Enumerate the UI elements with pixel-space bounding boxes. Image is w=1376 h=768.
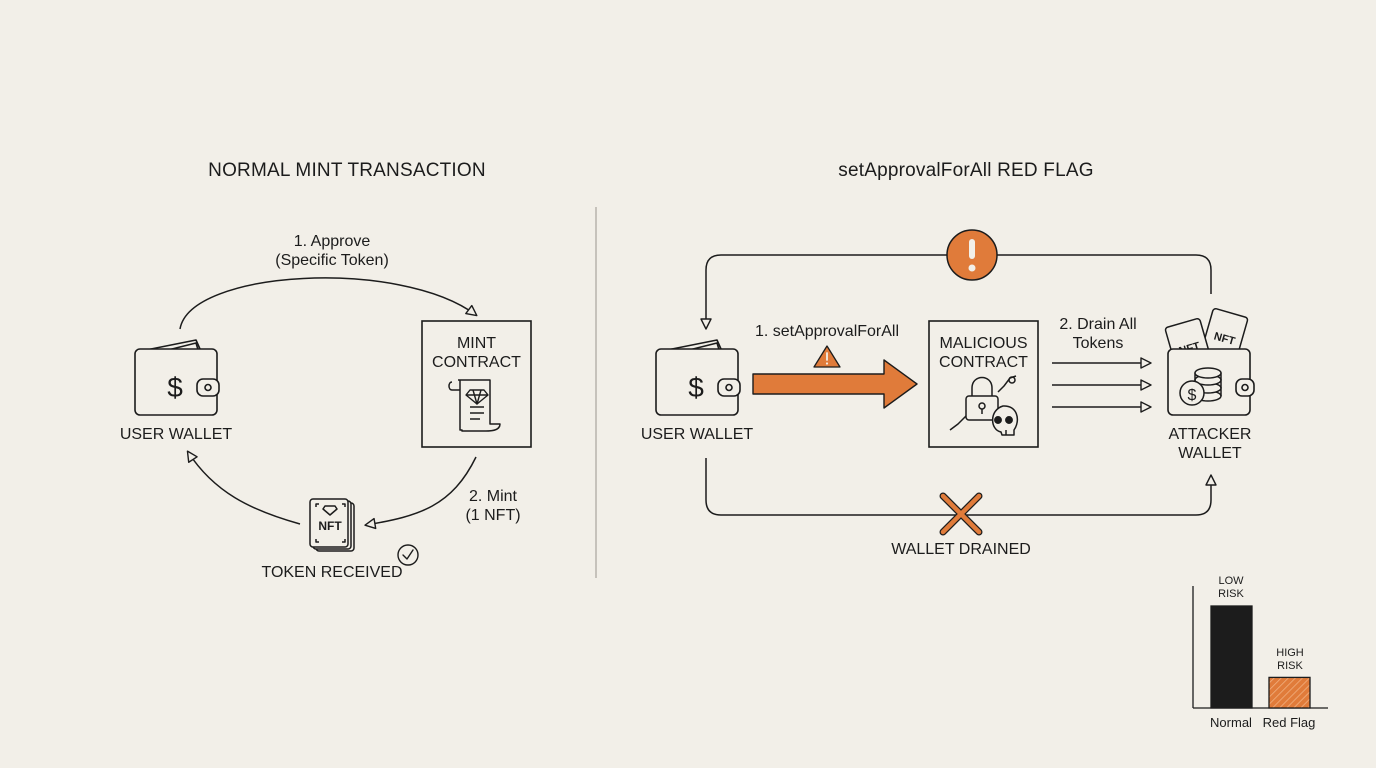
dollar-icon: $ [167,372,183,403]
malicious-line2: CONTRACT [939,354,1028,371]
drain-line1: 2. Drain All [1059,316,1137,333]
step2-line1: 2. Mint [468,488,517,505]
mint-arrow [364,456,477,530]
bar-label-redflag-line1: HIGH [1276,647,1304,659]
user-wallet-icon-right [655,339,741,416]
malicious-contract-label: MALICIOUS CONTRACT [929,334,1038,372]
mint-contract-label: MINT CONTRACT [422,334,531,372]
wallet-drained-label: WALLET DRAINED [891,541,1031,558]
step1-line2: (Specific Token) [275,252,389,269]
step2-label-right: 2. Drain All Tokens [1048,315,1148,353]
checkmark-icon [397,544,419,566]
step1-label-right: 1. setApprovalForAll [754,323,900,340]
drain-loop-bottom [705,458,1217,516]
step1-line1: 1. Approve [293,233,371,250]
user-wallet-label-right: USER WALLET [640,426,754,443]
mint-contract-line1: MINT [456,335,497,352]
svg-text:NFT: NFT [1212,330,1236,348]
left-panel-title: NORMAL MINT TRANSACTION [208,160,486,181]
coin-stack-icon [1179,367,1222,406]
diamond-icon [465,389,489,405]
nft-card-text-left: NFT [318,519,342,533]
skull-icon [991,405,1019,436]
bar-label-redflag-line2: RISK [1277,660,1303,672]
bar-red-flag [1268,676,1311,709]
approve-arrow [179,277,478,330]
drain-line2: Tokens [1072,335,1124,352]
alert-circle-icon [946,229,998,281]
attacker-wallet-label: ATTACKER WALLET [1150,425,1270,463]
mint-contract-line2: CONTRACT [432,354,521,371]
bar-label-redflag: HIGH RISK [1265,647,1315,673]
malicious-line1: MALICIOUS [939,335,1028,352]
category-redflag: Red Flag [1262,715,1316,730]
lock-icon [949,375,1017,431]
nft-card-icon [309,498,355,552]
attacker-line2: WALLET [1178,445,1242,462]
bar-normal [1210,605,1253,709]
malicious-contract-box [928,320,1039,448]
right-panel-title: setApprovalForAll RED FLAG [838,160,1094,181]
drain-arrows [1052,357,1152,413]
user-wallet-label-left: USER WALLET [119,426,233,443]
chart-bars [1210,605,1311,709]
attacker-line1: ATTACKER [1168,426,1252,443]
risk-mini-chart [1192,586,1328,709]
category-normal: Normal [1210,715,1252,730]
return-arrow [186,450,301,525]
bar-label-normal-line2: RISK [1218,588,1244,600]
step1-label-left: 1. Approve (Specific Token) [232,232,432,270]
user-wallet-icon [134,339,220,416]
dollar-icon-right: $ [688,372,704,403]
bar-label-normal-line1: LOW [1218,575,1244,587]
bar-label-normal: LOW RISK [1206,575,1256,601]
coin-dollar-icon: $ [1188,387,1197,404]
step2-line2: (1 NFT) [465,507,521,524]
token-received-label: TOKEN RECEIVED [261,564,403,581]
approval-arrow [752,359,918,409]
x-mark-icon [939,492,983,536]
step2-label-left: 2. Mint (1 NFT) [443,487,543,525]
warning-icon [813,345,841,368]
